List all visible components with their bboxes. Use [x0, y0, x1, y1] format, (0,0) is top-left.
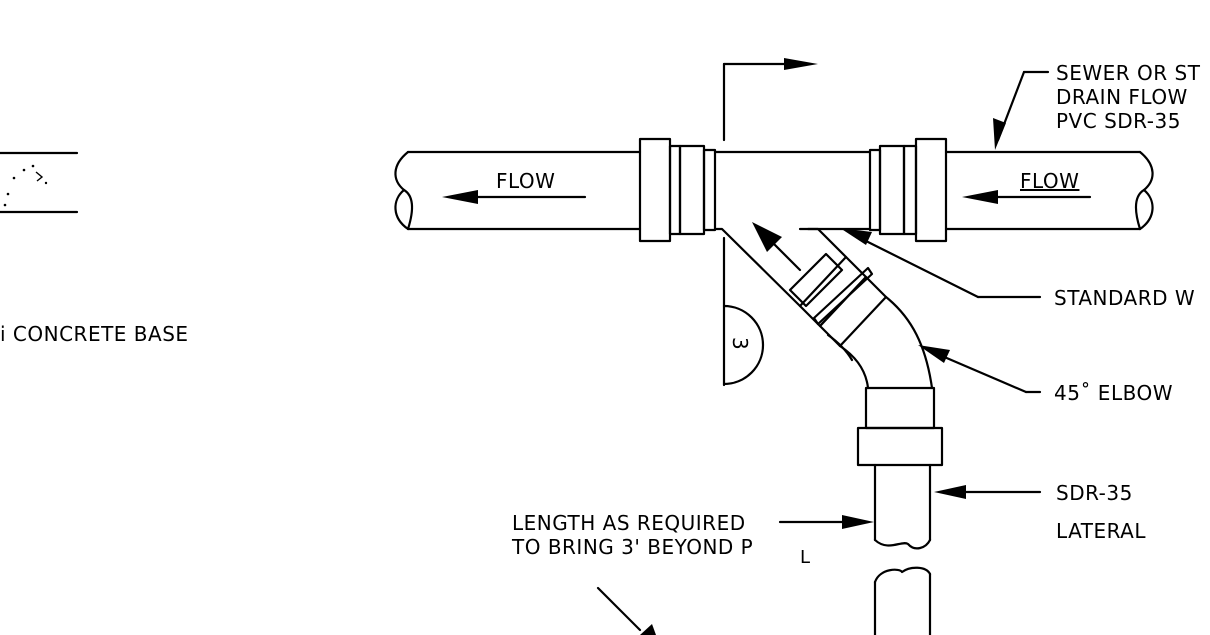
elbow-45 — [826, 295, 934, 390]
flow-label-right: FLOW — [1020, 169, 1079, 193]
main-pipe-right — [944, 150, 1154, 231]
lateral-pipe — [873, 463, 932, 635]
concrete-base-label: i CONCRETE BASE — [0, 322, 189, 346]
property-line-mark: L — [800, 547, 811, 568]
length-leader — [778, 515, 874, 529]
lateral-label-line1: SDR-35 — [1056, 481, 1133, 505]
left-coupling — [638, 137, 717, 243]
standard-wye-leader — [840, 228, 1042, 299]
sewer-label-line1: SEWER OR ST — [1056, 61, 1201, 85]
wye-fitting — [713, 150, 872, 308]
elbow-leader — [918, 345, 1042, 394]
elbow-label: 45˚ ELBOW — [1054, 381, 1173, 405]
sewer-leader — [993, 70, 1050, 150]
section-number: 3 — [728, 337, 752, 350]
right-coupling — [868, 137, 948, 243]
lateral-coupling — [856, 386, 944, 467]
concrete-base-partial-detail — [0, 151, 79, 214]
flow-label-left: FLOW — [496, 169, 555, 193]
main-pipe-left — [394, 150, 642, 231]
section-arrow-head — [784, 58, 818, 70]
lateral-leader — [934, 485, 1042, 499]
sewer-label-line2: DRAIN FLOW — [1056, 85, 1188, 109]
flow-arrow-left — [442, 190, 587, 204]
branch-connector-diagonal — [788, 252, 888, 348]
length-label-line1: LENGTH AS REQUIRED — [512, 511, 746, 535]
branch-flow-arrow — [752, 222, 802, 272]
bottom-leader — [596, 586, 656, 635]
length-label-line2: TO BRING 3' BEYOND P — [511, 535, 753, 559]
sewer-label-line3: PVC SDR-35 — [1056, 109, 1181, 133]
flow-arrow-right — [962, 190, 1092, 204]
concrete-hatch-marks — [3, 164, 48, 207]
section-cut-line — [722, 58, 818, 387]
section-marker: 3 — [722, 304, 765, 386]
standard-wye-label: STANDARD W — [1054, 286, 1195, 310]
lateral-label-line2: LATERAL — [1056, 519, 1146, 543]
